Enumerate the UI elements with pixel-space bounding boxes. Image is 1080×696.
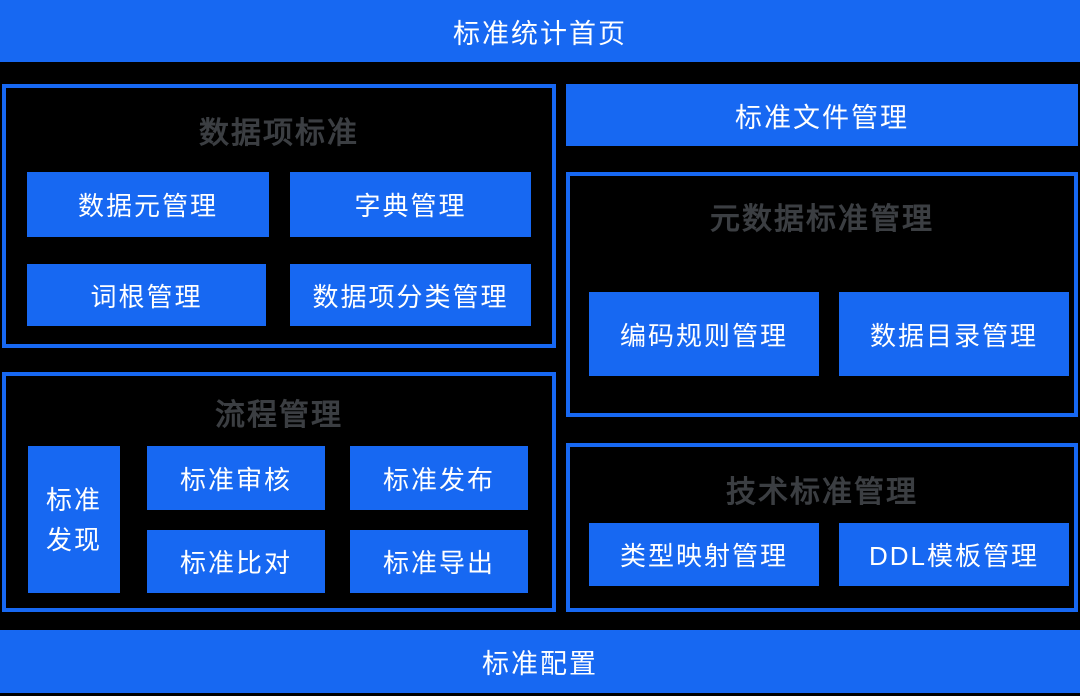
metadata-standard-management-panel-title: 元数据标准管理 [710, 203, 934, 236]
standard-export-button[interactable]: 标准导出 [350, 530, 528, 593]
ddl-template-management-button[interactable]: DDL模板管理 [839, 523, 1069, 586]
data-item-standard-panel-title: 数据项标准 [199, 117, 359, 150]
data-item-standard-panel: 数据项标准 数据元管理 字典管理 词根管理 数据项分类管理 [2, 84, 556, 348]
dictionary-management-button[interactable]: 字典管理 [290, 172, 531, 237]
data-item-classification-management-button[interactable]: 数据项分类管理 [290, 264, 531, 326]
standard-configuration-bar[interactable]: 标准配置 [0, 630, 1080, 693]
metadata-standard-management-panel: 元数据标准管理 编码规则管理 数据目录管理 [566, 172, 1078, 417]
data-element-management-button[interactable]: 数据元管理 [27, 172, 269, 237]
standard-statistics-home-bar[interactable]: 标准统计首页 [0, 0, 1080, 62]
word-root-management-button[interactable]: 词根管理 [27, 264, 266, 326]
technical-standard-management-panel-title: 技术标准管理 [726, 476, 918, 509]
type-mapping-management-button[interactable]: 类型映射管理 [589, 523, 819, 586]
data-catalog-management-button[interactable]: 数据目录管理 [839, 292, 1069, 376]
standard-compare-button[interactable]: 标准比对 [147, 530, 325, 593]
standard-discovery-button[interactable]: 标准发现 [28, 446, 120, 593]
technical-standard-management-panel: 技术标准管理 类型映射管理 DDL模板管理 [566, 443, 1078, 612]
standard-file-management-bar[interactable]: 标准文件管理 [566, 84, 1078, 146]
process-management-panel: 流程管理 标准发现 标准审核 标准发布 标准比对 标准导出 [2, 372, 556, 612]
standard-review-button[interactable]: 标准审核 [147, 446, 325, 510]
standard-publish-button[interactable]: 标准发布 [350, 446, 528, 510]
encoding-rule-management-button[interactable]: 编码规则管理 [589, 292, 819, 376]
process-management-panel-title: 流程管理 [215, 399, 343, 432]
